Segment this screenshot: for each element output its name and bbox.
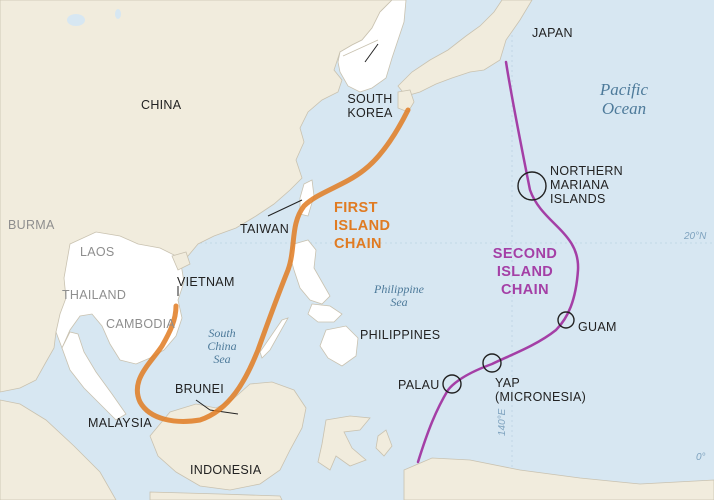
sulawesi	[317, 415, 371, 471]
south-korea-label: SOUTH KOREA	[334, 92, 406, 120]
second-chain-line1: SECOND	[492, 246, 558, 262]
korea-border	[342, 39, 379, 57]
second-chain-line2: ISLAND	[496, 264, 554, 280]
palawan	[259, 317, 289, 359]
lake	[115, 9, 121, 19]
first-chain-line1: FIRST	[334, 200, 378, 216]
philippine-sea-line1: Philippine	[374, 282, 424, 296]
laos-label: LAOS	[80, 245, 115, 259]
first-chain-line3: CHAIN	[334, 236, 382, 252]
first-chain-line2: ISLAND	[334, 218, 391, 234]
south-china-sea-label: South China Sea	[198, 327, 246, 366]
japan-kyushu	[397, 89, 415, 113]
philippines-mindanao	[319, 325, 359, 367]
vietnam-label: VIETNAM	[177, 275, 235, 289]
northern-mariana-line1: NORTHERN	[550, 164, 624, 178]
korea	[337, 0, 407, 93]
philippine-sea-line2: Sea	[390, 295, 408, 309]
indochina	[55, 231, 185, 365]
lon-140-label: 140°E	[497, 408, 508, 436]
south-china-sea-line1: South	[208, 326, 236, 340]
new-guinea	[403, 457, 714, 500]
taiwan-leader	[267, 199, 303, 217]
indonesia-label: INDONESIA	[190, 463, 262, 477]
northern-mariana-label: NORTHERN MARIANA ISLANDS	[550, 164, 623, 206]
palau-marker	[442, 374, 462, 394]
guam-label: GUAM	[578, 320, 617, 334]
yap-label: YAP (MICRONESIA)	[495, 376, 586, 404]
second-island-chain-label: SECOND ISLAND CHAIN	[480, 245, 570, 299]
northern-mariana-marker	[517, 171, 547, 201]
japan-label: JAPAN	[532, 26, 573, 40]
philippines-label: PHILIPPINES	[360, 328, 441, 342]
south-china-sea-line3: Sea	[213, 352, 231, 366]
sumatra	[0, 399, 117, 500]
malaysia-label: MALAYSIA	[88, 416, 152, 430]
south-korea-line2: KOREA	[347, 106, 393, 120]
java	[149, 491, 283, 500]
thailand-label: THAILAND	[62, 288, 127, 302]
japan-honshu	[397, 0, 533, 97]
malay-peninsula	[61, 331, 127, 421]
maluku	[375, 429, 393, 457]
brunei-leader	[195, 399, 211, 411]
yap-line1: YAP	[495, 376, 520, 390]
cambodia-label: CAMBODIA	[106, 317, 176, 331]
borneo	[149, 381, 307, 491]
yap-marker	[482, 353, 502, 373]
yap-line2: (MICRONESIA)	[495, 390, 587, 404]
first-island-chain	[134, 107, 411, 424]
burma-label: BURMA	[8, 218, 55, 232]
brunei-label: BRUNEI	[175, 382, 225, 396]
hainan	[171, 251, 191, 271]
philippine-sea-label: Philippine Sea	[366, 283, 432, 309]
lake	[67, 14, 85, 26]
south-china-sea-line2: China	[207, 339, 237, 353]
northern-mariana-line3: ISLANDS	[550, 192, 606, 206]
northern-mariana-line2: MARIANA	[550, 178, 610, 192]
second-chain-line3: CHAIN	[501, 282, 549, 298]
lat-20-label: 20°N	[684, 231, 707, 242]
south-korea-line1: SOUTH	[347, 92, 393, 106]
pacific-line2: Ocean	[601, 99, 647, 118]
south-korea-leader	[364, 43, 379, 63]
guam-marker	[557, 311, 575, 329]
philippines-visayas	[307, 303, 343, 323]
philippines-luzon	[289, 239, 331, 305]
palau-label: PALAU	[398, 378, 440, 392]
lat-0-label: 0°	[696, 452, 706, 463]
first-island-chain-label: FIRST ISLAND CHAIN	[334, 199, 390, 253]
taiwan-label: TAIWAN	[240, 222, 290, 236]
china-label: CHINA	[141, 98, 182, 112]
pacific-ocean-label: Pacific Ocean	[584, 80, 664, 118]
pacific-line1: Pacific	[599, 80, 649, 99]
